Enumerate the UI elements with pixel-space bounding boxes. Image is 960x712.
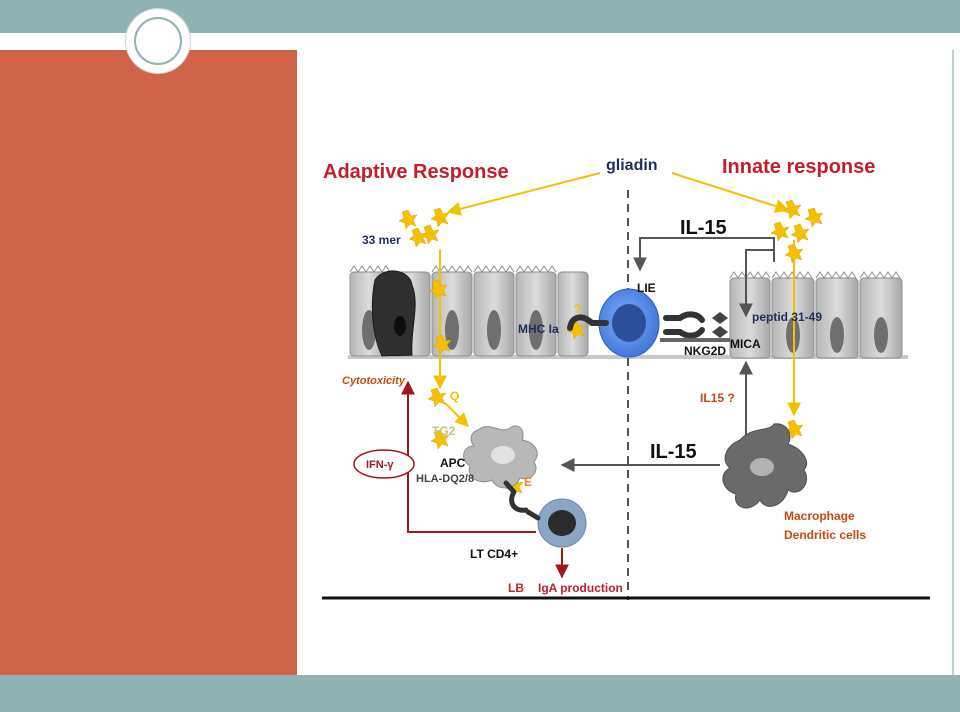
apc-nucleus [491, 446, 515, 464]
macrophage-nucleus [750, 458, 774, 476]
mer33-label: 33 mer [362, 233, 401, 247]
ltcd4-label: LT CD4+ [470, 547, 518, 561]
iga-label: IgA production [538, 581, 623, 595]
il15q-label: IL15 ? [700, 391, 735, 405]
q-to-tg2-arrow [444, 402, 469, 427]
medallion-ring [134, 17, 182, 65]
medallion-icon [126, 9, 190, 73]
tg2-label: TG2 [432, 424, 456, 438]
macrophage-label: Macrophage [784, 509, 855, 523]
mica-label: MICA [730, 337, 761, 351]
nkg2d-receptor-upper [663, 311, 705, 323]
bottom-band [0, 675, 960, 712]
cytotoxicity-feedback-arrow [401, 380, 536, 533]
damaged-cell [371, 270, 416, 357]
apc-label: APC [440, 456, 466, 470]
il15-to-lie-arrow [633, 237, 775, 272]
mica-ligand [712, 312, 728, 338]
gliadin-to-innate-arrow [671, 172, 790, 213]
adaptive-title: Adaptive Response [323, 161, 509, 183]
mhc-label: MHC Ia [518, 322, 559, 336]
tcr-receptor [525, 509, 541, 521]
ifn-label: IFN-γ [366, 459, 394, 471]
dotted-divider [0, 40, 960, 42]
right-epithelium [729, 271, 903, 359]
lie-label: LIE [637, 281, 656, 295]
hla-receptor [503, 480, 529, 513]
gliadin-label: gliadin [606, 157, 658, 174]
q-label: Q [450, 389, 459, 403]
question-label: ? [574, 302, 581, 316]
lie-nucleus [612, 304, 646, 342]
mhc-receptor [567, 314, 609, 331]
t-cd4-nucleus [548, 510, 576, 536]
left-accent-panel [0, 50, 297, 675]
il15-top-label: IL-15 [680, 217, 727, 239]
peptid-label: peptid 31-49 [752, 310, 822, 324]
e-label: E [524, 475, 532, 489]
nkg2d-receptor-lower [663, 327, 705, 339]
damaged-cell-nucleus [394, 316, 406, 336]
il15-to-mica-arrow [739, 249, 774, 318]
cytotoxicity-label: Cytotoxicity [342, 375, 406, 387]
lb-label: LB [508, 581, 524, 595]
hla-label: HLA-DQ2/8 [416, 473, 474, 485]
content-frame [297, 50, 954, 675]
nkg2d-label: NKG2D [684, 344, 726, 358]
il15-mid-label: IL-15 [650, 441, 697, 463]
gliadin-to-adaptive-arrow [446, 172, 601, 216]
celiac-immune-diagram: Adaptive Response Innate response gliadi… [322, 156, 930, 600]
innate-title: Innate response [722, 156, 875, 178]
ifn-badge [353, 449, 415, 479]
dendritic-label: Dendritic cells [784, 528, 866, 542]
